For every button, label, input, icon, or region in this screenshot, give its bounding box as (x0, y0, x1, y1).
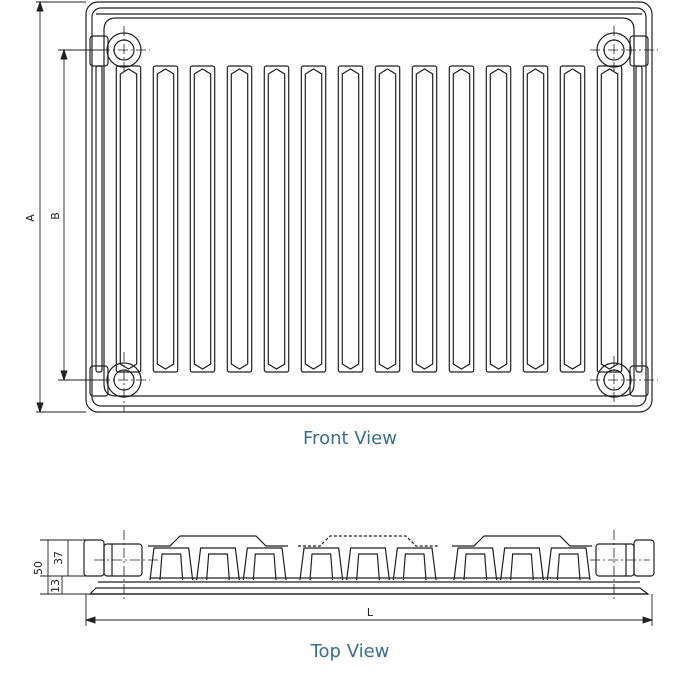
dimension-50-label: 50 (32, 561, 45, 575)
dimension-a-label: A (24, 214, 37, 222)
front-fin-inner (526, 68, 545, 370)
top-view-base-plate (88, 587, 650, 595)
radiator-recess-frame (103, 17, 635, 397)
front-fin (559, 65, 586, 373)
convector-hood (452, 535, 592, 547)
convector-fin (500, 547, 544, 581)
front-fin (300, 65, 327, 373)
convector-fin (149, 547, 194, 581)
dimension-b (58, 48, 104, 382)
dimension-b-label: B (49, 212, 62, 220)
front-fin (522, 65, 549, 373)
top-fitting-right (595, 539, 655, 577)
top-view-caption: Top View (310, 641, 390, 662)
front-fin (152, 65, 179, 373)
top-centerlines (94, 530, 650, 600)
dimension-l (84, 594, 654, 626)
front-fin-inner (267, 68, 286, 370)
convector-fin (453, 547, 498, 581)
front-fin (337, 65, 364, 373)
front-view-caption: Front View (303, 428, 397, 449)
right-edge-fin (635, 65, 643, 373)
dimension-a (36, 0, 86, 414)
front-fin-inner (489, 68, 508, 370)
convector-hood (148, 535, 288, 547)
convector-hood (298, 535, 438, 547)
front-fin-inner (193, 68, 212, 370)
front-fin (263, 65, 290, 373)
front-fin-inner (415, 68, 434, 370)
front-fin-inner (563, 68, 582, 370)
front-fin-inner (156, 68, 175, 370)
front-fin-inner (600, 68, 619, 370)
left-edge-fin (95, 65, 103, 373)
front-fins-group (115, 65, 623, 373)
dimension-13-label: 13 (49, 579, 62, 593)
convector-fin (392, 547, 437, 581)
dimension-37-label: 37 (52, 551, 65, 565)
front-fin (448, 65, 475, 373)
convector-fin (299, 547, 344, 581)
front-fin-inner (452, 68, 471, 370)
port-centerlines (100, 26, 658, 412)
front-fin-inner (304, 68, 323, 370)
top-view-drawing (40, 530, 655, 626)
dimension-l-label: L (367, 606, 374, 619)
front-fin (226, 65, 253, 373)
top-fitting-left (83, 539, 143, 577)
front-fin-inner (230, 68, 249, 370)
front-view-drawing (36, 0, 658, 414)
front-fin (374, 65, 401, 373)
convector-fin (196, 547, 240, 581)
radiator-outer-panel (85, 1, 653, 413)
dimension-height (40, 539, 98, 595)
front-fin (485, 65, 512, 373)
front-fin (189, 65, 216, 373)
convector-fin (242, 547, 287, 581)
front-fin-inner (378, 68, 397, 370)
front-fin (411, 65, 438, 373)
top-view-convector-groups (148, 535, 592, 581)
convector-fin (346, 547, 390, 581)
front-fin-inner (341, 68, 360, 370)
radiator-inner-panel (91, 7, 647, 407)
front-fin-inner (119, 68, 138, 370)
convector-fin (546, 547, 591, 581)
